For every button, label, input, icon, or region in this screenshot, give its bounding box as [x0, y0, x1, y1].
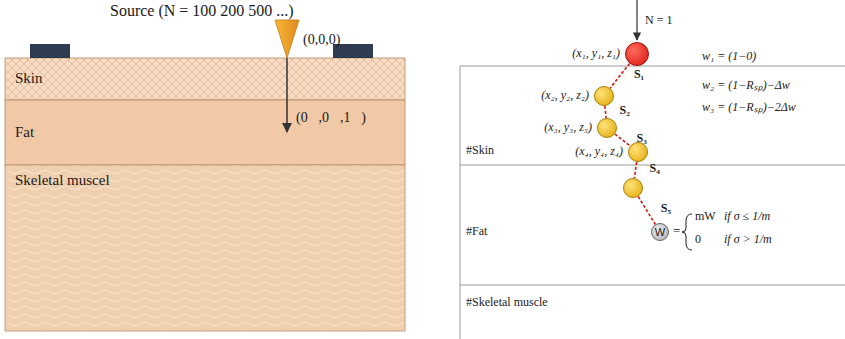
origin-label: (0,0,0) — [303, 32, 340, 48]
step-label: S₃ — [637, 132, 647, 146]
fat-layer — [5, 100, 405, 165]
photon-position: (x₃, y₃, z₃) — [597, 118, 617, 138]
weight-formula: w₁ = (1−0) — [702, 50, 756, 64]
weight-value: mW — [695, 210, 716, 224]
layer-boundary — [460, 66, 845, 339]
fat-layer: Fat — [5, 100, 405, 165]
layer-name: Skin — [15, 70, 43, 87]
muscle-region: #Skeletal muscle — [461, 286, 845, 339]
weight-formula: w₂ = (1−Rₛₚ)−Δw — [702, 79, 790, 93]
photon-position: (x₁, y₁, z₁) — [625, 42, 649, 66]
layer-name: #Skin — [466, 144, 494, 158]
photon-step — [605, 106, 606, 118]
skin-layer: Skin — [5, 58, 405, 100]
direction-label: (0⃗,0⃗,1⃗) — [296, 110, 366, 126]
step-label: S₁ — [634, 68, 644, 82]
condition: if σ ≤ 1/m — [724, 210, 770, 224]
direction-arrow — [286, 58, 288, 132]
weight-formula: w₃ = (1−Rₛₚ)−2Δw — [702, 101, 796, 115]
coordinate-label: (x₄, y₄, z₄) — [575, 145, 623, 159]
photon-count: N = 1 — [645, 14, 672, 28]
coordinate-label: (x₁, y₁, z₁) — [572, 47, 620, 61]
weight-symbol: W — [655, 226, 665, 239]
skin-layer — [5, 58, 405, 100]
incident-arrow — [636, 0, 637, 40]
muscle-layer — [5, 165, 405, 331]
muscle-layer: Skeletal muscel — [5, 165, 405, 331]
equals-sign: = — [673, 224, 680, 239]
layer-name: Fat — [15, 124, 34, 141]
photon-position: (x₂, y₂, z₂) — [594, 86, 614, 106]
weight-value: 0 — [695, 233, 701, 247]
photon-step — [638, 197, 655, 225]
photon-step — [610, 63, 629, 88]
layer-name: #Fat — [466, 225, 487, 239]
coordinate-label: (x₃, y₃, z₃) — [544, 121, 592, 135]
detector — [30, 44, 70, 58]
condition: if σ > 1/m — [724, 233, 772, 247]
photon-step — [634, 162, 636, 178]
brace — [682, 214, 692, 250]
source-triangle — [275, 20, 299, 58]
photon-position — [623, 178, 643, 198]
source-label: Source (N = 100 200 500 ...) — [110, 2, 294, 20]
step-label: S₄ — [650, 162, 660, 176]
step-label: S₅ — [661, 202, 671, 216]
step-label: S₂ — [620, 104, 630, 118]
coordinate-label: (x₂, y₂, z₂) — [541, 89, 589, 103]
layer-name: #Skeletal muscle — [466, 296, 548, 310]
weight-circle: W — [651, 223, 669, 241]
fat-region: W #Fat — [461, 166, 845, 285]
layer-name: Skeletal muscel — [15, 172, 110, 189]
